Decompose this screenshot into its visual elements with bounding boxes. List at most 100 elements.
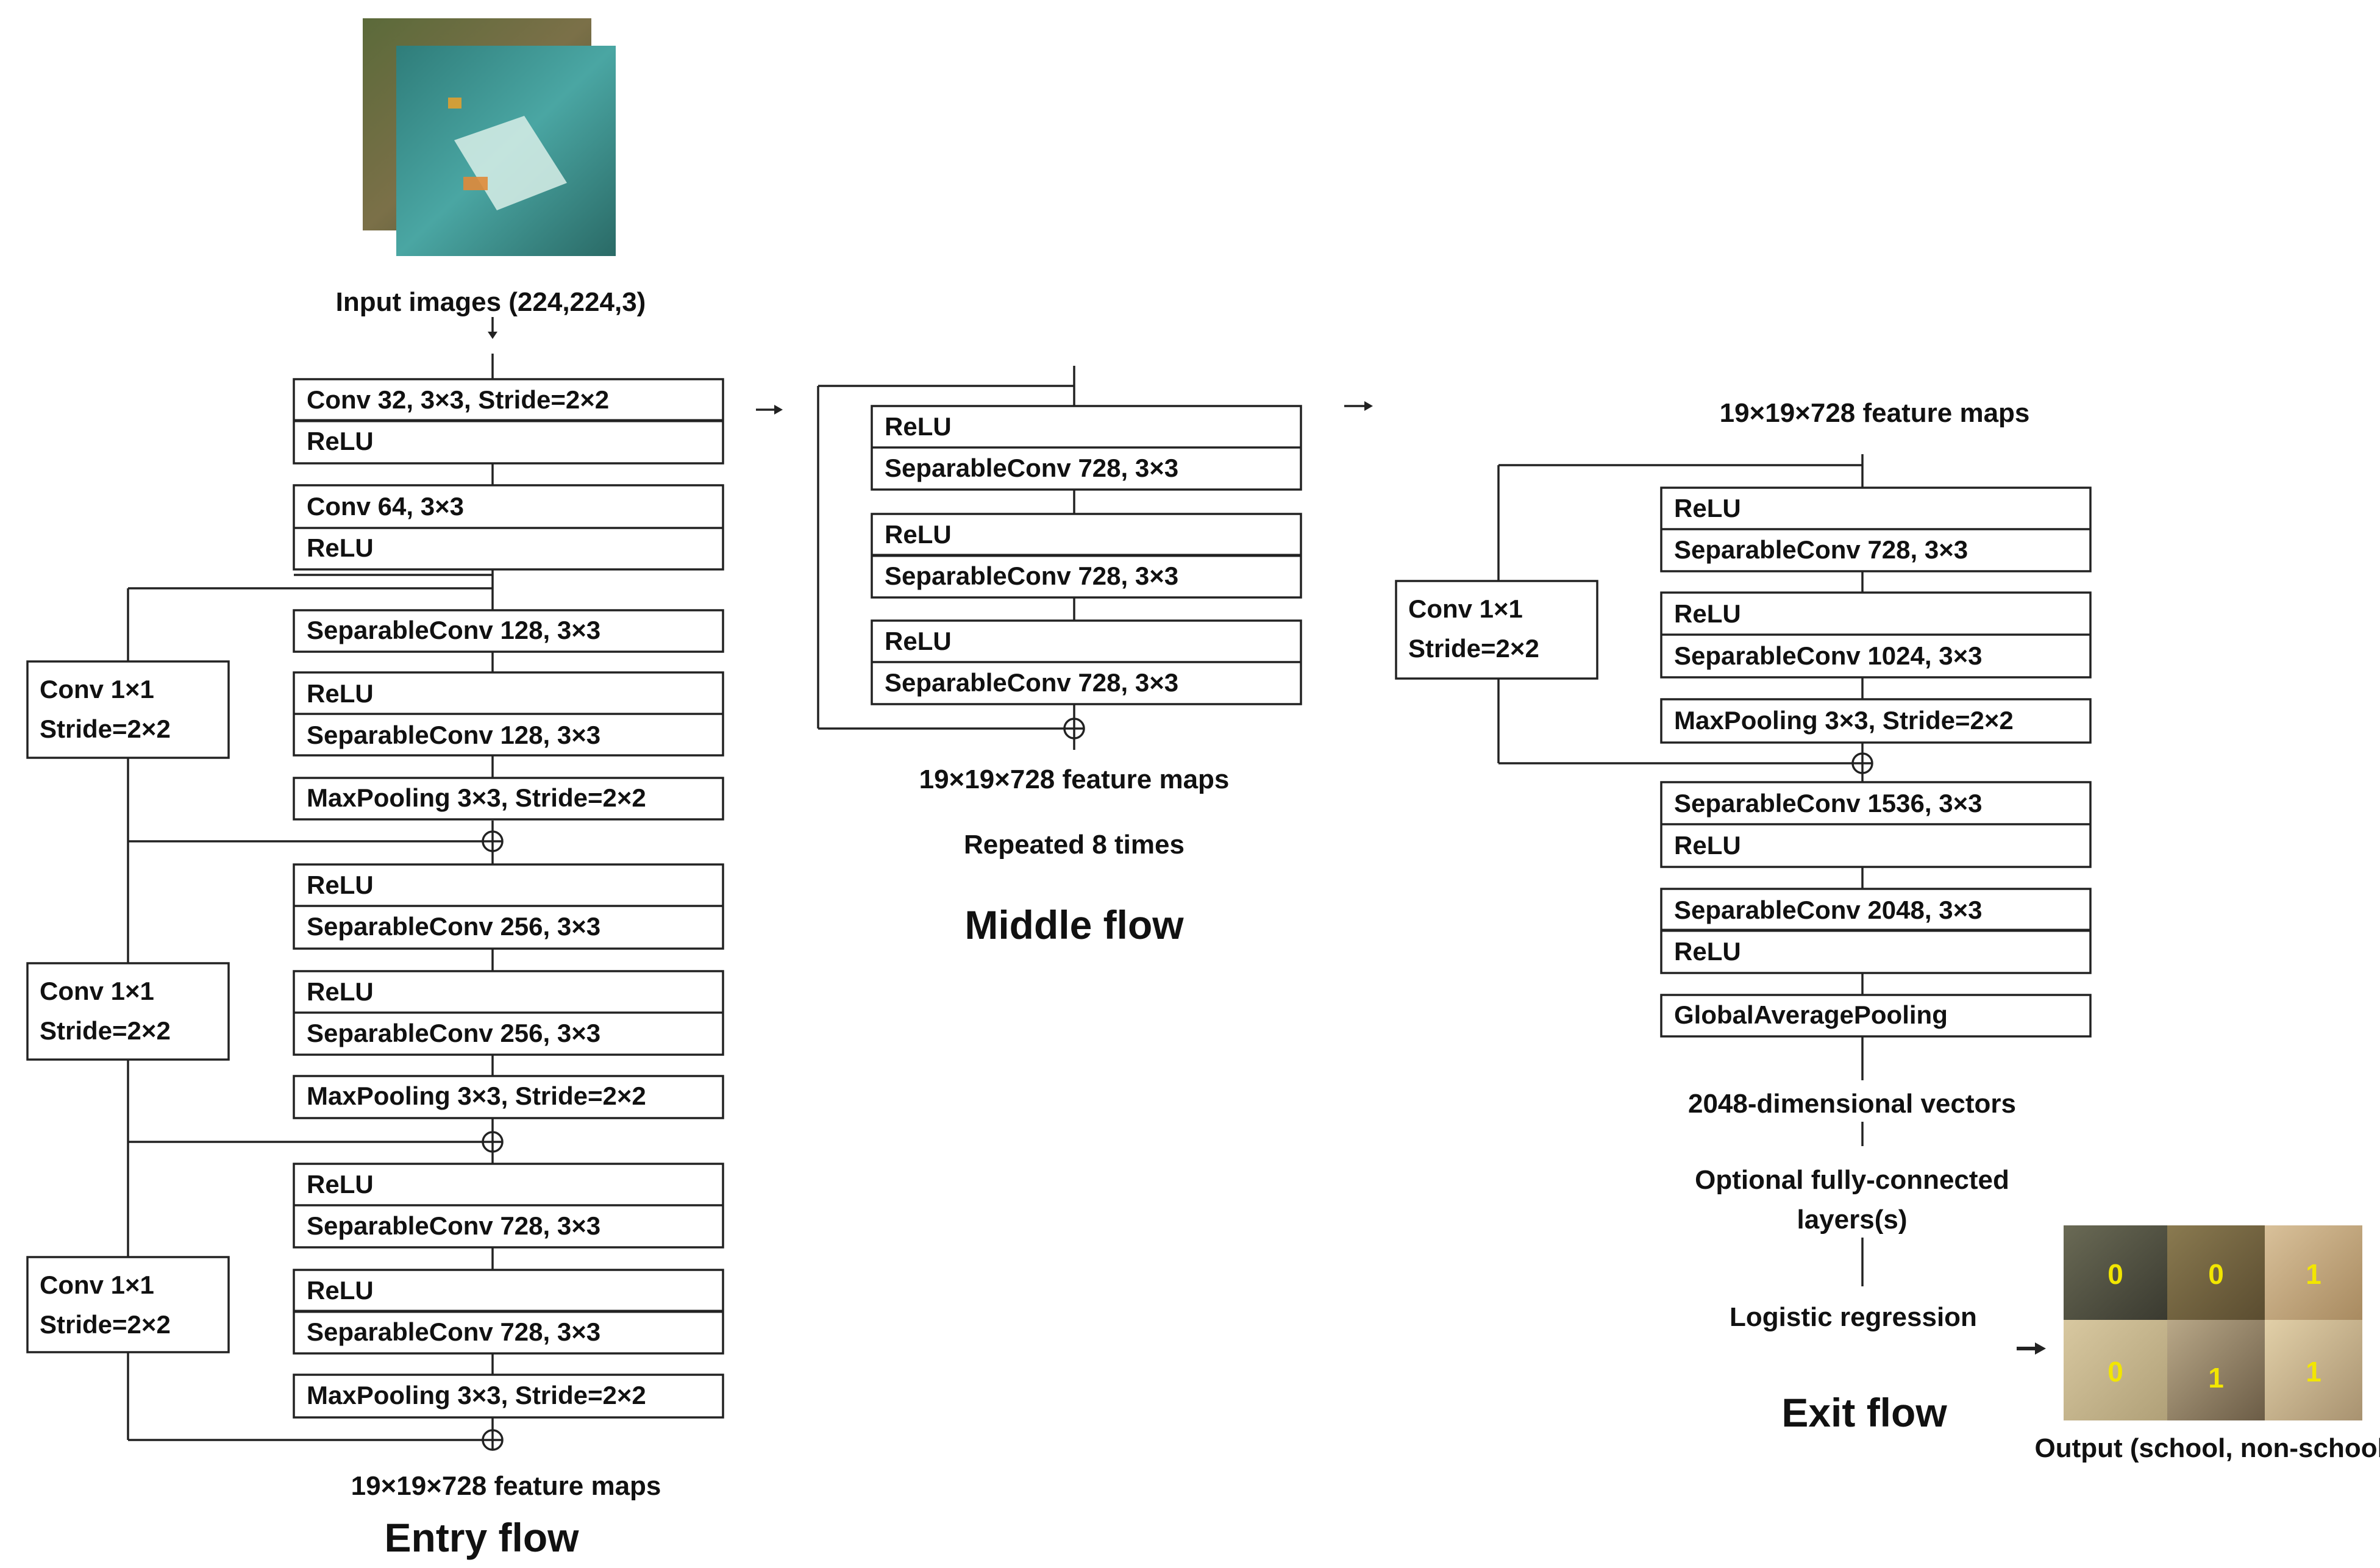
middle-layer-2-sepconv: SeparableConv 728, 3×3 bbox=[885, 561, 1178, 590]
entry-block-2-maxpool: MaxPooling 3×3, Stride=2×2 bbox=[293, 1075, 724, 1119]
entry-stem-conv64: Conv 64, 3×3 ReLU bbox=[293, 484, 724, 571]
entry-block-3-shortcut-line1: Conv 1×1 bbox=[40, 1270, 154, 1299]
middle-add-node bbox=[1063, 718, 1085, 739]
entry-block-2-sepconv-a-label: SeparableConv 256, 3×3 bbox=[307, 912, 600, 941]
middle-layer-3: ReLU SeparableConv 728, 3×3 bbox=[871, 619, 1302, 705]
input-image-highlight bbox=[463, 177, 488, 190]
exit-residual-2-sepconv: SeparableConv 1024, 3×3 bbox=[1674, 641, 1982, 670]
input-image-highlight-2 bbox=[448, 98, 461, 109]
entry-block-1-maxpool: MaxPooling 3×3, Stride=2×2 bbox=[293, 777, 724, 821]
entry-block-1-maxpool-label: MaxPooling 3×3, Stride=2×2 bbox=[307, 783, 646, 812]
exit-residual-1-relu: ReLU bbox=[1674, 494, 1741, 522]
entry-stem-conv32: Conv 32, 3×3, Stride=2×2 ReLU bbox=[293, 378, 724, 465]
exit-output-label: Output (school, non-school) bbox=[2034, 1433, 2380, 1463]
exit-residual-layer-1: ReLU SeparableConv 728, 3×3 bbox=[1660, 486, 2092, 572]
exit-tail-1-sepconv: SeparableConv 1536, 3×3 bbox=[1674, 789, 1982, 818]
middle-to-exit-arrow bbox=[1344, 401, 1373, 411]
exit-residual-maxpool: MaxPooling 3×3, Stride=2×2 bbox=[1660, 698, 2092, 744]
exit-flow: 19×19×728 feature maps Conv 1×1 Stride=2… bbox=[1395, 398, 2380, 1463]
entry-block-1-sepconv-a: SeparableConv 128, 3×3 bbox=[293, 609, 724, 653]
entry-block-1: Conv 1×1 Stride=2×2 SeparableConv 128, 3… bbox=[26, 574, 724, 864]
entry-stem-conv32-bottom: ReLU bbox=[307, 427, 374, 455]
exit-global-avg-pool-label: GlobalAveragePooling bbox=[1674, 1000, 1948, 1029]
exit-fc-label-line2: layers(s) bbox=[1797, 1205, 1907, 1235]
entry-block-3-relu-a-label: ReLU bbox=[307, 1170, 374, 1199]
output-tile-label: 1 bbox=[2208, 1362, 2224, 1394]
entry-block-3: Conv 1×1 Stride=2×2 ReLU SeparableConv 7… bbox=[26, 1142, 724, 1451]
entry-block-3-relu-sepconv-b: ReLU SeparableConv 728, 3×3 bbox=[293, 1269, 724, 1355]
exit-add-node bbox=[1851, 752, 1873, 774]
entry-block-3-relu-sepconv-a: ReLU SeparableConv 728, 3×3 bbox=[293, 1163, 724, 1249]
entry-block-2-relu-sepconv-a: ReLU SeparableConv 256, 3×3 bbox=[293, 863, 724, 950]
entry-block-2-add-node bbox=[482, 1131, 504, 1153]
entry-block-3-shortcut-conv: Conv 1×1 Stride=2×2 bbox=[26, 1256, 230, 1353]
output-tile-6 bbox=[2265, 1320, 2362, 1420]
entry-stem-conv32-top: Conv 32, 3×3, Stride=2×2 bbox=[307, 385, 609, 414]
entry-block-2-maxpool-label: MaxPooling 3×3, Stride=2×2 bbox=[307, 1082, 646, 1110]
middle-layer-1-relu: ReLU bbox=[885, 412, 952, 441]
input-image-building bbox=[454, 116, 567, 210]
entry-block-2-shortcut-conv: Conv 1×1 Stride=2×2 bbox=[26, 962, 230, 1061]
entry-block-3-shortcut-line2: Stride=2×2 bbox=[40, 1310, 171, 1339]
middle-layer-1: ReLU SeparableConv 728, 3×3 bbox=[871, 405, 1302, 491]
middle-layer-3-sepconv: SeparableConv 728, 3×3 bbox=[885, 668, 1178, 697]
entry-block-3-relu-b-label: ReLU bbox=[307, 1276, 374, 1305]
exit-shortcut-line1: Conv 1×1 bbox=[1408, 594, 1523, 623]
entry-block-2-sepconv-b-label: SeparableConv 256, 3×3 bbox=[307, 1019, 600, 1047]
entry-block-1-shortcut-line2: Stride=2×2 bbox=[40, 715, 171, 743]
entry-block-2-relu-sepconv-b: ReLU SeparableConv 256, 3×3 bbox=[293, 970, 724, 1056]
entry-flow-title: Entry flow bbox=[384, 1515, 579, 1560]
exit-residual-1-sepconv: SeparableConv 728, 3×3 bbox=[1674, 535, 1968, 564]
output-tile-label: 0 bbox=[2107, 1356, 2123, 1388]
exit-residual-2-relu: ReLU bbox=[1674, 599, 1741, 628]
output-tile-label: 0 bbox=[2208, 1258, 2224, 1290]
output-tile-label: 1 bbox=[2306, 1356, 2321, 1388]
entry-to-middle-arrow bbox=[756, 405, 783, 415]
exit-tail-2-sepconv: SeparableConv 2048, 3×3 bbox=[1674, 896, 1982, 924]
entry-block-3-sepconv-a-label: SeparableConv 728, 3×3 bbox=[307, 1211, 600, 1240]
middle-flow-title: Middle flow bbox=[964, 902, 1184, 947]
middle-layer-2: ReLU SeparableConv 728, 3×3 bbox=[871, 513, 1302, 599]
middle-layer-1-sepconv: SeparableConv 728, 3×3 bbox=[885, 454, 1178, 482]
exit-residual-layer-2: ReLU SeparableConv 1024, 3×3 bbox=[1660, 591, 2092, 679]
entry-stem-conv64-top: Conv 64, 3×3 bbox=[307, 492, 464, 521]
input-images-label: Input images (224,224,3) bbox=[336, 287, 646, 317]
exit-logistic-label: Logistic regression bbox=[1730, 1302, 1977, 1332]
output-tile-4 bbox=[2064, 1320, 2167, 1420]
entry-block-2-shortcut-line2: Stride=2×2 bbox=[40, 1016, 171, 1045]
middle-layer-3-relu: ReLU bbox=[885, 627, 952, 655]
entry-block-2-relu-b-label: ReLU bbox=[307, 977, 374, 1006]
entry-block-1-relu-sepconv: ReLU SeparableConv 128, 3×3 bbox=[293, 671, 724, 757]
middle-repeat-label: Repeated 8 times bbox=[964, 830, 1185, 860]
exit-residual-maxpool-label: MaxPooling 3×3, Stride=2×2 bbox=[1674, 706, 2014, 735]
exit-flow-title: Exit flow bbox=[1781, 1390, 1947, 1435]
entry-block-1-shortcut-line1: Conv 1×1 bbox=[40, 675, 154, 704]
output-tile-3 bbox=[2265, 1225, 2362, 1320]
middle-layer-2-relu: ReLU bbox=[885, 520, 952, 549]
middle-flow: ReLU SeparableConv 728, 3×3 ReLU Separab… bbox=[817, 366, 1302, 947]
exit-shortcut-line2: Stride=2×2 bbox=[1408, 634, 1539, 663]
middle-output-label: 19×19×728 feature maps bbox=[919, 764, 1230, 794]
entry-block-1-sepconv-b-label: SeparableConv 128, 3×3 bbox=[307, 721, 600, 749]
output-tile-label: 0 bbox=[2107, 1258, 2123, 1290]
exit-tail-layer-1: SeparableConv 1536, 3×3 ReLU bbox=[1660, 781, 2092, 868]
entry-block-3-maxpool-label: MaxPooling 3×3, Stride=2×2 bbox=[307, 1381, 646, 1409]
output-tile-2 bbox=[2167, 1225, 2265, 1320]
exit-tail-layer-2: SeparableConv 2048, 3×3 ReLU bbox=[1660, 888, 2092, 974]
output-tile-1 bbox=[2064, 1225, 2167, 1320]
entry-block-3-maxpool: MaxPooling 3×3, Stride=2×2 bbox=[293, 1374, 724, 1419]
exit-global-avg-pool: GlobalAveragePooling bbox=[1660, 994, 2092, 1038]
entry-block-2: Conv 1×1 Stride=2×2 ReLU SeparableConv 2… bbox=[26, 841, 724, 1164]
exit-input-label: 19×19×728 feature maps bbox=[1720, 398, 2030, 428]
input-satellite-images bbox=[363, 18, 616, 256]
entry-block-1-shortcut-conv: Conv 1×1 Stride=2×2 bbox=[26, 660, 230, 759]
entry-block-3-add-node bbox=[482, 1429, 504, 1451]
entry-block-1-sepconv-a-label: SeparableConv 128, 3×3 bbox=[307, 616, 600, 644]
entry-stem-conv64-bottom: ReLU bbox=[307, 533, 374, 562]
exit-output-arrow bbox=[2017, 1342, 2046, 1355]
exit-vector-label: 2048-dimensional vectors bbox=[1688, 1089, 2016, 1119]
entry-block-2-relu-a-label: ReLU bbox=[307, 871, 374, 899]
exit-tail-2-relu: ReLU bbox=[1674, 937, 1741, 966]
